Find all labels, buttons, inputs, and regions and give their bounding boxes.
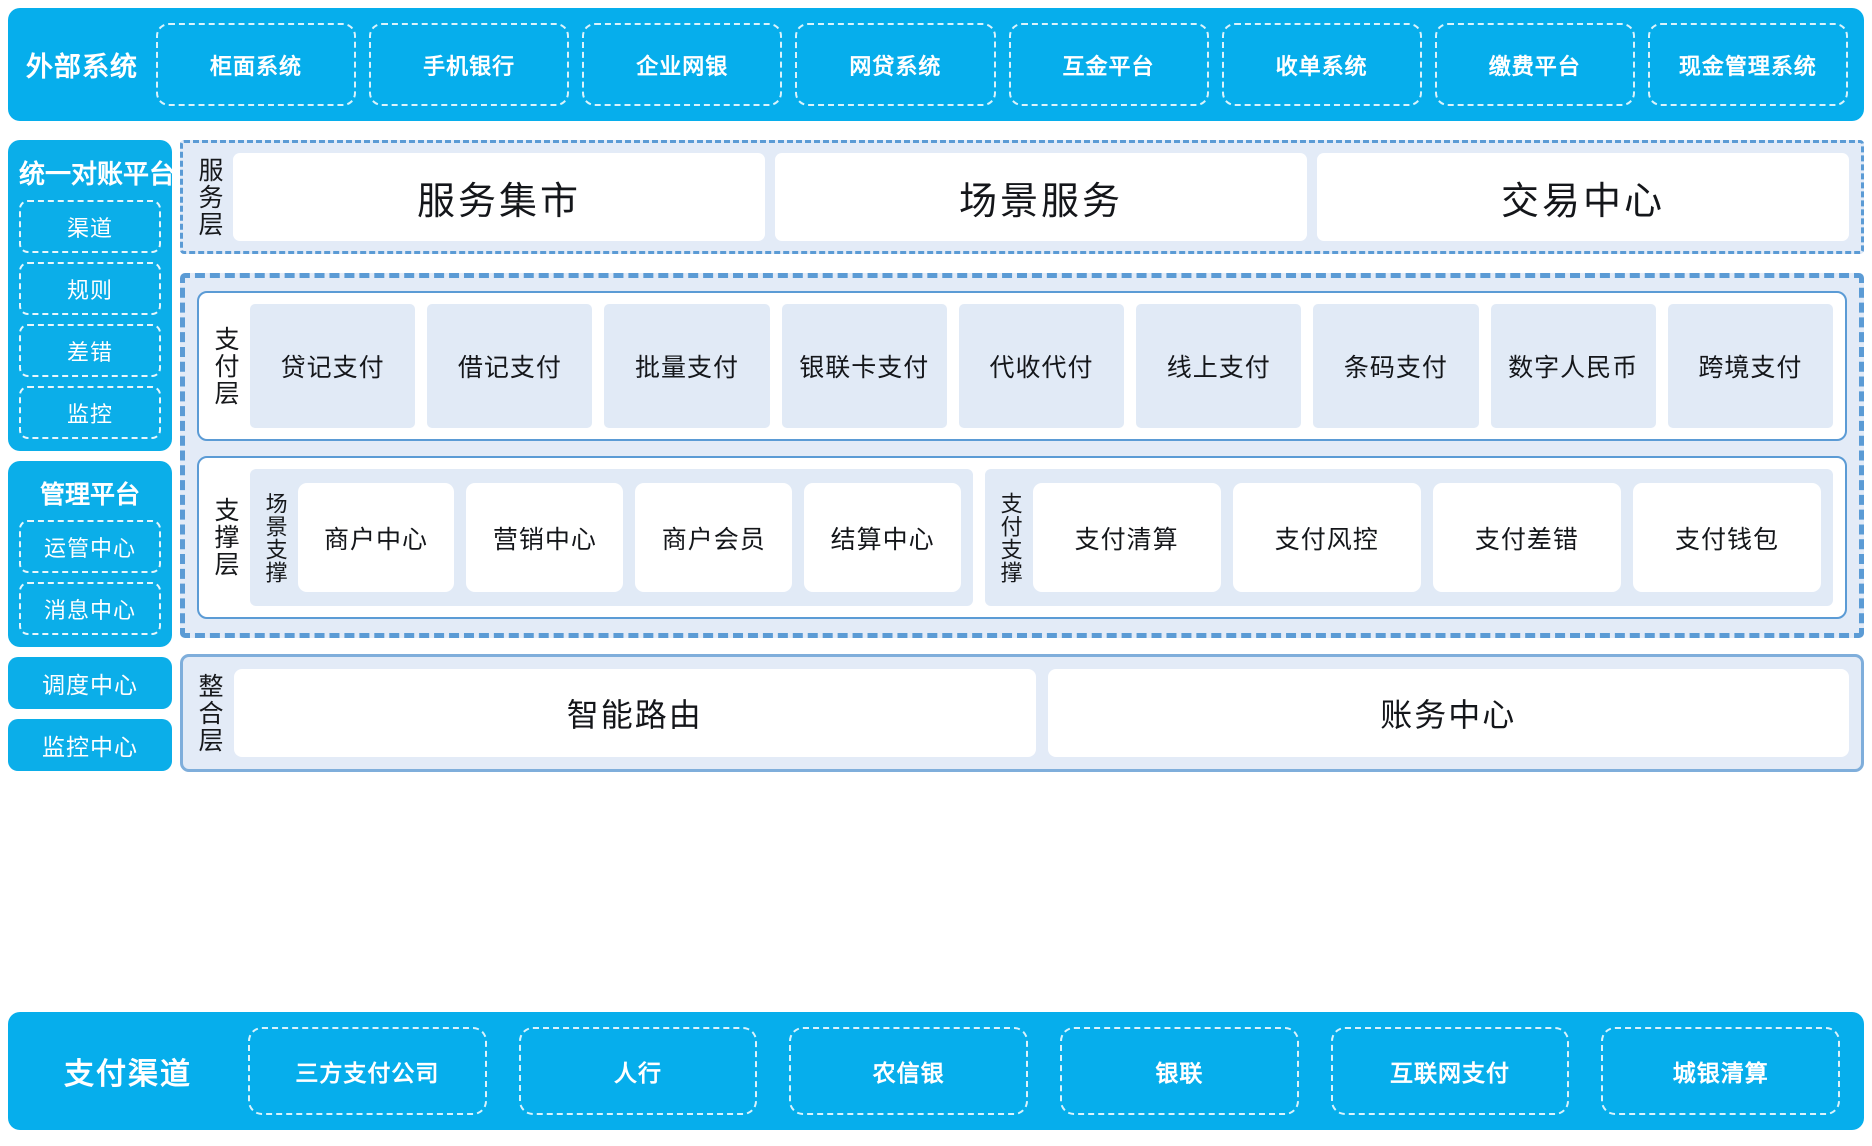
main-architecture-column: 服务层 服务集市 场景服务 交易中心 支付层 贷记支付 借记支付 批量支付 银联…	[180, 140, 1864, 772]
service-layer-container: 服务层 服务集市 场景服务 交易中心	[180, 140, 1864, 254]
sidebar-item-monitoring-center[interactable]: 监控中心	[8, 719, 172, 771]
external-systems-title: 外部系统	[26, 52, 138, 82]
external-system-item[interactable]: 现金管理系统	[1647, 23, 1848, 106]
payment-channels-list: 三方支付公司 人行 农信银 银联 互联网支付 城银清算	[248, 1027, 1841, 1115]
support-card-payment-wallet[interactable]: 支付钱包	[1632, 483, 1821, 592]
sidebar-item-channel[interactable]: 渠道	[19, 200, 161, 253]
external-system-item[interactable]: 互金平台	[1008, 23, 1209, 106]
integration-card-smart-routing[interactable]: 智能路由	[234, 669, 1036, 757]
support-card-payment-error[interactable]: 支付差错	[1432, 483, 1621, 592]
integration-layer-cards: 智能路由 账务中心	[234, 669, 1849, 757]
payment-cell-collection-payment[interactable]: 代收代付	[958, 304, 1125, 428]
external-system-item[interactable]: 企业网银	[582, 23, 783, 106]
support-group-scenario-cards: 商户中心 营销中心 商户会员 结算中心	[297, 483, 961, 592]
sidebar-group-reconciliation: 统一对账平台 渠道 规则 差错 监控	[8, 140, 176, 451]
payment-layer-label: 支付层	[211, 325, 239, 407]
payment-cell-cross-border[interactable]: 跨境支付	[1667, 304, 1833, 428]
payment-cell-barcode[interactable]: 条码支付	[1313, 304, 1479, 428]
reconciliation-title: 统一对账平台	[19, 159, 176, 189]
service-card-transaction[interactable]: 交易中心	[1317, 153, 1849, 241]
external-systems-list: 柜面系统 手机银行 企业网银 网贷系统 互金平台 收单系统 缴费平台 现金管理系…	[156, 23, 1852, 106]
service-card-scenario[interactable]: 场景服务	[775, 153, 1307, 241]
external-system-item[interactable]: 网贷系统	[795, 23, 996, 106]
support-layer-groups: 场景支撑 商户中心 营销中心 商户会员 结算中心 支付支撑 支付清算 支付风控	[250, 469, 1833, 606]
external-system-item[interactable]: 收单系统	[1221, 23, 1422, 106]
payment-cell-digital-rmb[interactable]: 数字人民币	[1490, 304, 1656, 428]
payment-channel-item[interactable]: 人行	[518, 1027, 758, 1115]
payment-cell-batch[interactable]: 批量支付	[604, 304, 770, 428]
support-group-scenario: 场景支撑 商户中心 营销中心 商户会员 结算中心	[250, 469, 973, 606]
payment-channel-item[interactable]: 城银清算	[1601, 1027, 1841, 1115]
sidebar-item-scheduling-center[interactable]: 调度中心	[8, 657, 172, 709]
external-systems-bar: 外部系统 柜面系统 手机银行 企业网银 网贷系统 互金平台 收单系统 缴费平台 …	[8, 8, 1864, 121]
payment-channels-bar: 支付渠道 三方支付公司 人行 农信银 银联 互联网支付 城银清算	[8, 1012, 1864, 1130]
support-card-payment-risk[interactable]: 支付风控	[1232, 483, 1421, 592]
support-card-marketing-center[interactable]: 营销中心	[466, 483, 624, 592]
sidebar-item-monitor[interactable]: 监控	[19, 386, 161, 439]
support-layer-label: 支撑层	[211, 497, 239, 578]
payment-cell-credit[interactable]: 贷记支付	[250, 304, 416, 428]
payment-and-support-container: 支付层 贷记支付 借记支付 批量支付 银联卡支付 代收代付 线上支付 条码支付 …	[180, 273, 1864, 638]
support-card-settlement-center[interactable]: 结算中心	[804, 483, 961, 592]
payment-cell-debit[interactable]: 借记支付	[427, 304, 593, 428]
support-group-payment-label: 支付支撑	[997, 491, 1023, 584]
support-group-payment-cards: 支付清算 支付风控 支付差错 支付钱包	[1032, 483, 1821, 592]
payment-channel-item[interactable]: 农信银	[789, 1027, 1029, 1115]
integration-card-accounting-center[interactable]: 账务中心	[1047, 669, 1849, 757]
payment-channel-item[interactable]: 互联网支付	[1330, 1027, 1570, 1115]
support-group-payment: 支付支撑 支付清算 支付风控 支付差错 支付钱包	[985, 469, 1833, 606]
support-card-payment-clearing[interactable]: 支付清算	[1032, 483, 1221, 592]
sidebar-group-management: 管理平台 运管中心 消息中心	[8, 461, 172, 647]
external-system-item[interactable]: 手机银行	[369, 23, 570, 106]
support-group-scenario-label: 场景支撑	[262, 491, 288, 584]
payment-channel-item[interactable]: 三方支付公司	[248, 1027, 487, 1115]
support-card-merchant-member[interactable]: 商户会员	[635, 483, 793, 592]
external-system-item[interactable]: 缴费平台	[1434, 23, 1635, 106]
sidebar-item-operations-center[interactable]: 运管中心	[19, 520, 161, 573]
sidebar-item-message-center[interactable]: 消息中心	[19, 582, 161, 635]
payment-layer-panel: 支付层 贷记支付 借记支付 批量支付 银联卡支付 代收代付 线上支付 条码支付 …	[197, 291, 1847, 441]
sidebar-item-error[interactable]: 差错	[19, 324, 161, 377]
service-card-market[interactable]: 服务集市	[233, 153, 765, 241]
support-card-merchant-center[interactable]: 商户中心	[297, 483, 455, 592]
payment-channel-item[interactable]: 银联	[1060, 1027, 1299, 1115]
payment-cell-unionpay-card[interactable]: 银联卡支付	[781, 304, 947, 428]
service-layer-row: 服务层 服务集市 场景服务 交易中心	[195, 153, 1849, 241]
integration-layer-panel: 整合层 智能路由 账务中心	[180, 654, 1864, 772]
payment-layer-grid: 贷记支付 借记支付 批量支付 银联卡支付 代收代付 线上支付 条码支付 数字人民…	[250, 304, 1833, 428]
external-system-item[interactable]: 柜面系统	[156, 23, 357, 106]
management-title: 管理平台	[39, 481, 140, 509]
service-layer-label: 服务层	[195, 156, 223, 238]
payment-channels-title: 支付渠道	[64, 1058, 192, 1091]
payment-cell-online[interactable]: 线上支付	[1136, 304, 1302, 428]
support-layer-panel: 支撑层 场景支撑 商户中心 营销中心 商户会员 结算中心 支付支撑	[197, 456, 1847, 619]
sidebar: 统一对账平台 渠道 规则 差错 监控 管理平台 运管中心 消息中心 调度中心 监…	[8, 140, 176, 781]
integration-layer-label: 整合层	[195, 672, 223, 754]
sidebar-item-rule[interactable]: 规则	[19, 262, 161, 315]
